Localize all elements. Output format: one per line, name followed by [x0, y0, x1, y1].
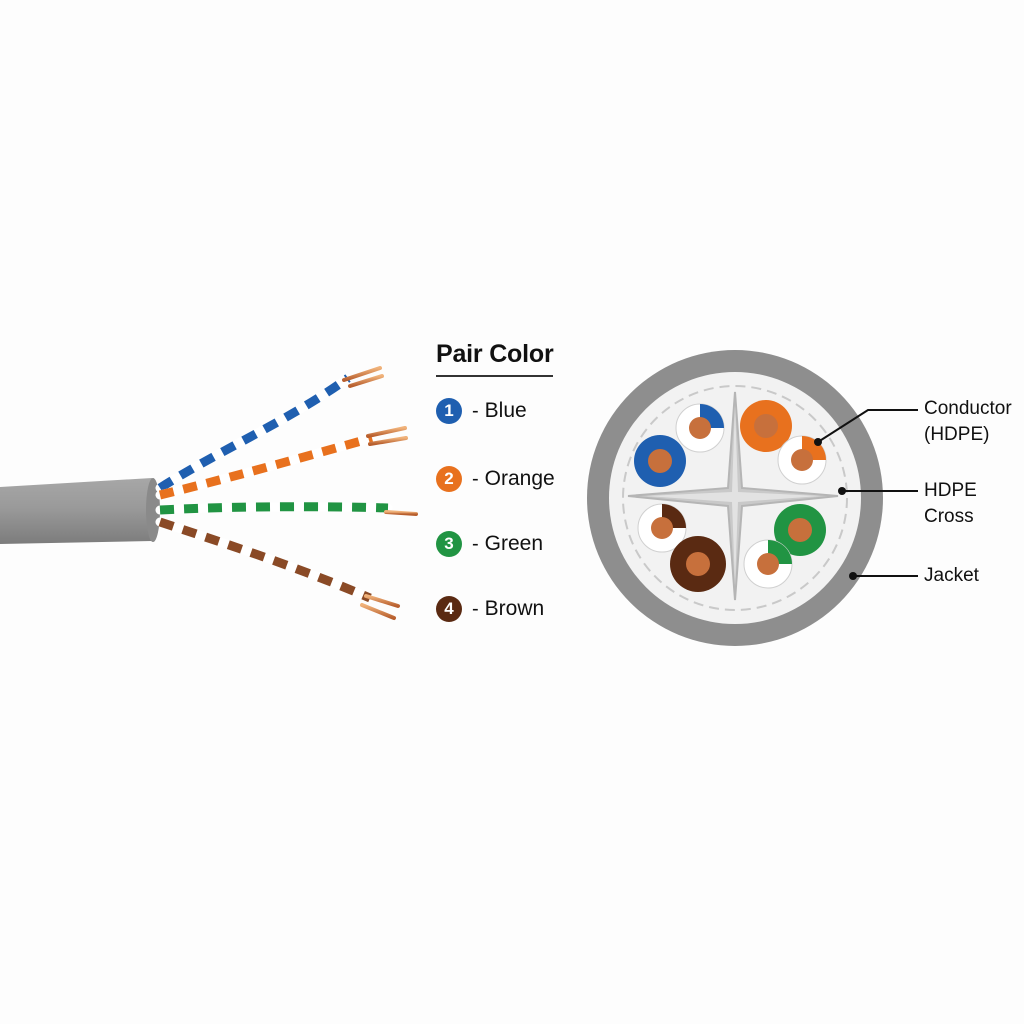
legend-badge-2: 2 [436, 466, 462, 492]
legend-separator: - [472, 467, 479, 490]
legend-title: Pair Color [436, 340, 554, 377]
callout-cross-line2: Cross [924, 506, 974, 527]
wire-pair-blue [155, 366, 384, 493]
legend-badge-3: 3 [436, 531, 462, 557]
pair-color-legend: Pair Color [436, 340, 576, 377]
pair-brown [637, 503, 726, 592]
legend-separator: - [472, 532, 479, 555]
callout-conductor: Conductor (HDPE) [924, 396, 1012, 448]
legend-label-green: Green [484, 532, 544, 555]
callout-leaders [817, 409, 918, 577]
legend-item-blue: 1 - Blue [436, 398, 527, 424]
legend-label-blue: Blue [484, 399, 527, 422]
pair-green [743, 504, 826, 589]
pair-blue [634, 403, 725, 487]
callout-conductor-line1: Conductor [924, 398, 1012, 419]
legend-separator: - [472, 597, 479, 620]
legend-separator: - [472, 399, 479, 422]
callout-jacket-label: Jacket [924, 565, 979, 586]
pair-orange [740, 400, 827, 485]
wire-pair-green [155, 501, 418, 516]
legend-badge-1: 1 [436, 398, 462, 424]
cable-jacket [0, 478, 156, 544]
legend-label-orange: Orange [484, 467, 555, 490]
hdpe-cross [627, 391, 839, 601]
legend-item-green: 3 - Green [436, 531, 543, 557]
wire-pair-brown [155, 517, 400, 620]
inner-boundary [622, 385, 848, 611]
legend-label-brown: Brown [484, 597, 545, 620]
legend-item-orange: 2 - Orange [436, 466, 555, 492]
legend-item-brown: 4 - Brown [436, 596, 544, 622]
callout-hdpe-cross: HDPE Cross [924, 478, 977, 530]
callout-conductor-line2: (HDPE) [924, 424, 990, 445]
legend-badge-4: 4 [436, 596, 462, 622]
callout-jacket: Jacket [924, 563, 979, 589]
wire-pair-orange [155, 426, 408, 500]
callout-cross-line1: HDPE [924, 480, 977, 501]
